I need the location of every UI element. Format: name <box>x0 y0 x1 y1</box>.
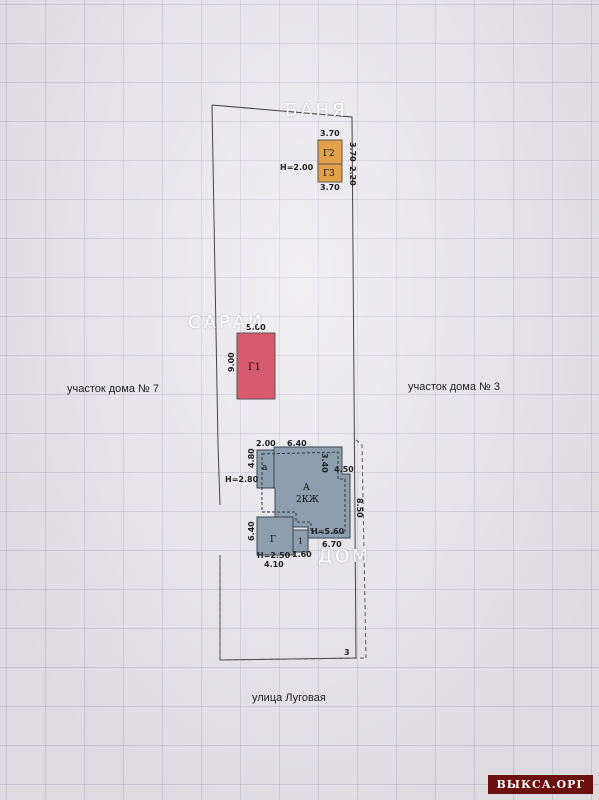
house-dim-8-50: 8.50 <box>355 498 364 518</box>
house-annex-1 <box>292 529 309 553</box>
house-label-g: Г <box>270 535 276 545</box>
banya-dim-right-top: 3.70 <box>348 142 357 162</box>
sarai-building: Г1 5.00 9.00 <box>227 323 276 400</box>
site-watermark: ВЫКСА.ОРГ <box>488 775 593 794</box>
house-dim-6-70: 6.70 <box>322 540 342 549</box>
house-height-bottom: Н=2.50 <box>257 551 291 560</box>
house-dim-6-40-left: 6.40 <box>247 521 256 541</box>
dom-sticker-label: ДОМ <box>318 546 371 567</box>
banya-g3-label: Г3 <box>323 169 335 179</box>
banya-sticker-label: БАНЯ <box>285 100 348 121</box>
sarai-sticker-label: САРАИ <box>188 312 265 333</box>
left-plot-caption: участок дома № 7 <box>67 383 159 395</box>
sarai-g1-room <box>236 332 276 400</box>
house-dim-6-40-top: 6.40 <box>287 439 307 448</box>
house-dim-4-80: 4.80 <box>247 448 256 468</box>
house-dim-4-10: 4.10 <box>264 560 284 569</box>
sarai-dim-top: 5.00 <box>246 323 266 332</box>
house-inner-dashed <box>261 451 346 534</box>
banya-dim-right-bottom: 2.20 <box>348 166 357 186</box>
sarai-dim-left: 9.00 <box>227 352 236 372</box>
house-dim-3-40: 3.40 <box>320 453 329 473</box>
house-dim-2-00: 2.00 <box>256 439 276 448</box>
banya-dim-bottom: 3.70 <box>320 183 340 192</box>
banya-dim-top: 3.70 <box>320 129 340 138</box>
right-plot-caption: участок дома № 3 <box>408 381 500 393</box>
banya-building: Г2 Г3 3.70 3.70 3.70 2.20 Н=2.00 <box>280 129 357 192</box>
house-label-a-small: а <box>262 463 268 473</box>
house-height-left: Н=2.80 <box>225 475 259 484</box>
house-building: А 2КЖ а Г 1 2.00 6.40 4.80 3.40 4.50 8.5… <box>225 439 364 569</box>
banya-g2-label: Г2 <box>323 149 335 159</box>
banya-g3-room <box>317 163 343 183</box>
house-dim-4-50: 4.50 <box>334 465 354 474</box>
street-caption: улица Луговая <box>252 692 326 704</box>
plot-boundary-dashed-bottom <box>219 555 367 661</box>
banya-height: Н=2.00 <box>280 163 314 172</box>
house-height-right: Н=5.60 <box>311 527 345 536</box>
house-dim-1-60: 1.60 <box>292 550 312 559</box>
sarai-g1-label: Г1 <box>248 362 261 373</box>
house-label-2kzh: 2КЖ <box>296 495 319 505</box>
banya-g2-room <box>317 139 343 165</box>
plot-boundary-dashed-right <box>355 439 367 659</box>
plot-corner-number: 3 <box>344 648 350 657</box>
house-label-1: 1 <box>298 537 303 546</box>
house-label-a: А <box>303 483 310 493</box>
